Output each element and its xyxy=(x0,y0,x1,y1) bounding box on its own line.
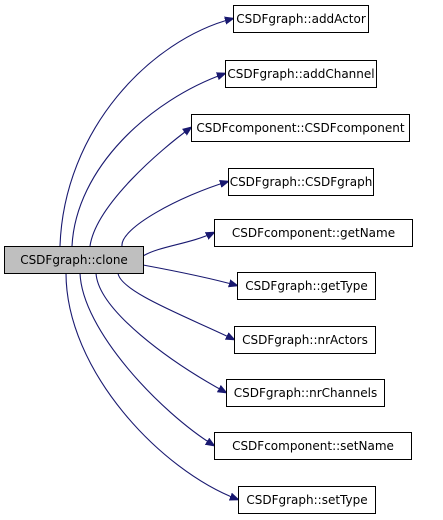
edges-layer xyxy=(59,19,238,500)
target-node-setType[interactable]: CSDFgraph::setType xyxy=(238,486,376,514)
edge-clone-to-nrChannels xyxy=(95,272,226,393)
target-node-getType[interactable]: CSDFgraph::getType xyxy=(237,272,376,300)
node-box[interactable] xyxy=(234,326,376,354)
node-box[interactable] xyxy=(237,272,376,300)
node-label: CSDFgraph::getType xyxy=(245,279,368,293)
target-node-setName[interactable]: CSDFcomponent::setName xyxy=(214,432,412,460)
node-label: CSDFgraph::CSDFgraph xyxy=(230,175,373,189)
node-label: CSDFgraph::nrChannels xyxy=(234,386,377,400)
target-node-csdfcomponent[interactable]: CSDFcomponent::CSDFcomponent xyxy=(191,114,410,142)
edge-clone-to-addActor xyxy=(59,19,233,247)
target-node-getName[interactable]: CSDFcomponent::getName xyxy=(214,219,413,247)
edge-clone-to-csdfgraph xyxy=(121,182,228,247)
node-box[interactable] xyxy=(226,379,385,407)
node-label: CSDFcomponent::getName xyxy=(232,226,395,240)
node-label: CSDFgraph::clone xyxy=(20,253,128,267)
edge-clone-to-setType xyxy=(65,272,238,500)
node-label: CSDFgraph::setType xyxy=(246,493,367,507)
node-label: CSDFgraph::addChannel xyxy=(227,67,374,81)
edge-clone-to-addChannel xyxy=(71,74,225,247)
node-box[interactable] xyxy=(228,168,374,196)
target-node-nrChannels[interactable]: CSDFgraph::nrChannels xyxy=(226,379,385,407)
edge-clone-to-csdfcomponent xyxy=(89,128,191,247)
node-box[interactable] xyxy=(214,219,413,247)
edge-clone-to-getType xyxy=(142,264,237,286)
node-label: CSDFcomponent::CSDFcomponent xyxy=(196,121,404,135)
node-box[interactable] xyxy=(4,246,144,274)
node-label: CSDFgraph::addActor xyxy=(236,12,366,26)
target-node-nrActors[interactable]: CSDFgraph::nrActors xyxy=(234,326,376,354)
edge-clone-to-setName xyxy=(79,272,214,446)
nodes-layer: CSDFgraph::clone CSDFgraph::addActorCSDFg… xyxy=(4,5,413,514)
node-label: CSDFgraph::nrActors xyxy=(242,333,368,347)
target-node-csdfgraph[interactable]: CSDFgraph::CSDFgraph xyxy=(228,168,374,196)
node-box[interactable] xyxy=(225,60,377,88)
node-box[interactable] xyxy=(214,432,412,460)
node-box[interactable] xyxy=(238,486,376,514)
target-node-addChannel[interactable]: CSDFgraph::addChannel xyxy=(225,60,377,88)
target-node-addActor[interactable]: CSDFgraph::addActor xyxy=(233,5,369,33)
source-node-clone[interactable]: CSDFgraph::clone xyxy=(4,246,144,274)
node-box[interactable] xyxy=(233,5,369,33)
edge-clone-to-getName xyxy=(142,233,214,257)
node-box[interactable] xyxy=(191,114,410,142)
node-label: CSDFcomponent::setName xyxy=(232,439,394,453)
edge-clone-to-nrActors xyxy=(117,272,234,340)
